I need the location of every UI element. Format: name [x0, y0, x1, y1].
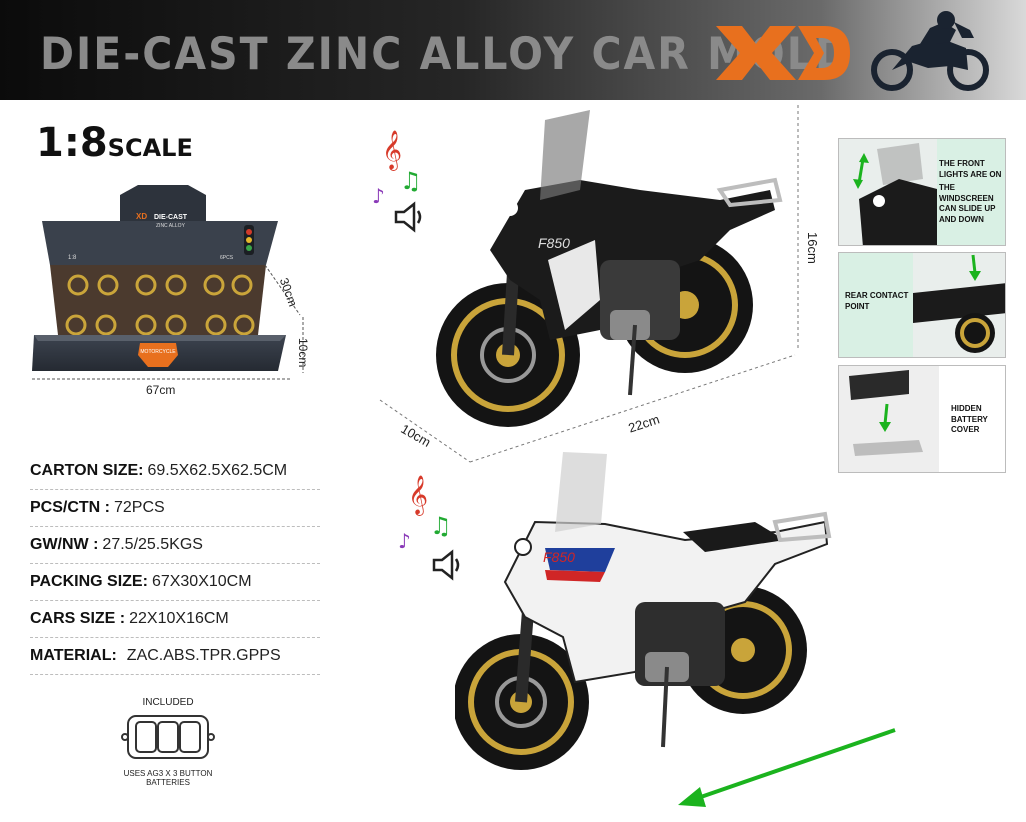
model-badge-top: F850: [538, 235, 570, 251]
display-box-illustration: MOTORCYCLE XD DIE-CAST ZINC ALLOY 1:8 6P…: [32, 185, 286, 371]
box-count-text: 6PCS: [220, 255, 234, 261]
svg-text:𝄞: 𝄞: [382, 130, 402, 171]
feature-line: COVER: [951, 425, 980, 434]
feature-panel-battery-cover: HIDDEN BATTERY COVER: [838, 365, 1006, 473]
spec-label: CARS SIZE :: [30, 610, 126, 627]
battery-note-line1: USES AG3 X 3 BUTTON: [123, 769, 213, 778]
header-banner: DIE-CAST ZINC ALLOY CAR MOLD XD: [0, 0, 1026, 100]
box-scale-text: 1:8: [68, 255, 77, 261]
feature-line: THE FRONT: [939, 159, 985, 168]
scale-heading: 1:8SCALE: [36, 120, 193, 166]
scale-ratio: 1:8: [36, 120, 108, 166]
box-height-label: 10cm: [296, 338, 310, 368]
svg-text:♪: ♪: [398, 529, 411, 553]
feature-rear-image: [913, 253, 1005, 357]
spec-row-material: MATERIAL: ZAC.ABS.TPR.GPPS: [30, 638, 320, 675]
spec-row-weight: GW/NW : 27.5/25.5KGS: [30, 527, 320, 564]
feature-line: REAR CONTACT: [845, 291, 909, 300]
spec-label: CARTON SIZE:: [30, 462, 144, 479]
spec-label: PACKING SIZE:: [30, 573, 148, 590]
svg-text:♫: ♫: [430, 512, 452, 540]
spec-value: 67X30X10CM: [151, 573, 252, 590]
svg-text:𝄞: 𝄞: [408, 475, 428, 516]
box-badge-text: MOTORCYCLE: [140, 349, 176, 355]
box-dimension-lines: [32, 264, 304, 380]
feature-panel-front-lights: THE FRONT LIGHTS ARE ON THE WINDSCREEN C…: [838, 138, 1006, 246]
svg-text:XD: XD: [136, 212, 147, 221]
product-height-label: 16cm: [805, 232, 820, 264]
included-batteries: INCLUDED USES AG3 X 3 BUTTON BATTERIES: [112, 697, 224, 787]
spec-label: MATERIAL:: [30, 647, 117, 664]
spec-value: 72PCS: [114, 499, 165, 516]
box-alloy-text: ZINC ALLOY: [156, 223, 186, 229]
motorcycle-black-image: F850: [436, 110, 783, 427]
feature-line: BATTERY: [951, 414, 988, 424]
feature-text-battery-cover: HIDDEN BATTERY COVER: [951, 404, 988, 436]
feature-panel-rear-contact: REAR CONTACT POINT: [838, 252, 1006, 358]
feature-line: CAN SLIDE UP: [939, 204, 996, 213]
feature-battery-cover-image: [839, 366, 939, 472]
spec-value: 69.5X62.5X62.5CM: [147, 462, 288, 479]
feature-line: THE: [939, 183, 955, 192]
spec-row-packing: PACKING SIZE: 67X30X10CM: [30, 564, 320, 601]
feature-line: LIGHTS ARE ON: [939, 169, 1002, 179]
battery-icon: [121, 715, 215, 759]
svg-text:♫: ♫: [400, 167, 422, 195]
speaker-icon-2: [432, 549, 460, 581]
brand-logo: XD: [716, 26, 850, 80]
product-dimension-lines: [379, 105, 799, 463]
model-badge-bottom: F850: [543, 549, 575, 565]
feature-line: AND DOWN: [939, 214, 984, 224]
page-title: DIE-CAST ZINC ALLOY CAR MOLD: [40, 28, 851, 80]
spec-value: 27.5/25.5KGS: [102, 536, 203, 553]
motorcycle-rider-icon: [871, 11, 989, 91]
green-arrow-icon: [678, 728, 896, 807]
music-note-icon-2: 𝄞 ♪ ♫: [398, 475, 452, 553]
speaker-icon: [394, 201, 422, 233]
feature-line: POINT: [845, 301, 870, 311]
feature-line: HIDDEN: [951, 404, 982, 413]
box-width-label: 67cm: [146, 383, 176, 397]
spec-row-pcs: PCS/CTN : 72PCS: [30, 490, 320, 527]
feature-line: WINDSCREEN: [939, 193, 994, 203]
spec-row-carton: CARTON SIZE: 69.5X62.5X62.5CM: [30, 453, 320, 490]
spec-row-cars-size: CARS SIZE : 22X10X16CM: [30, 601, 320, 638]
spec-value: ZAC.ABS.TPR.GPPS: [126, 647, 281, 664]
box-diecast-text: DIE-CAST: [154, 214, 188, 221]
spec-list: CARTON SIZE: 69.5X62.5X62.5CM PCS/CTN : …: [30, 453, 320, 675]
motorcycle-white-image: F850: [455, 452, 832, 770]
feature-windscreen-image: [839, 139, 937, 245]
spec-label: PCS/CTN :: [30, 499, 110, 516]
battery-note-line2: BATTERIES: [146, 778, 190, 787]
spec-value: 22X10X16CM: [129, 610, 229, 627]
spec-label: GW/NW :: [30, 536, 99, 553]
svg-text:♪: ♪: [372, 184, 385, 208]
included-label: INCLUDED: [142, 697, 194, 708]
scale-word: SCALE: [107, 134, 193, 162]
music-note-icon: 𝄞 ♪ ♫: [372, 130, 422, 208]
feature-text-front-lights: THE FRONT LIGHTS ARE ON THE WINDSCREEN C…: [939, 159, 1001, 225]
feature-text-rear-contact: REAR CONTACT POINT: [845, 291, 908, 312]
